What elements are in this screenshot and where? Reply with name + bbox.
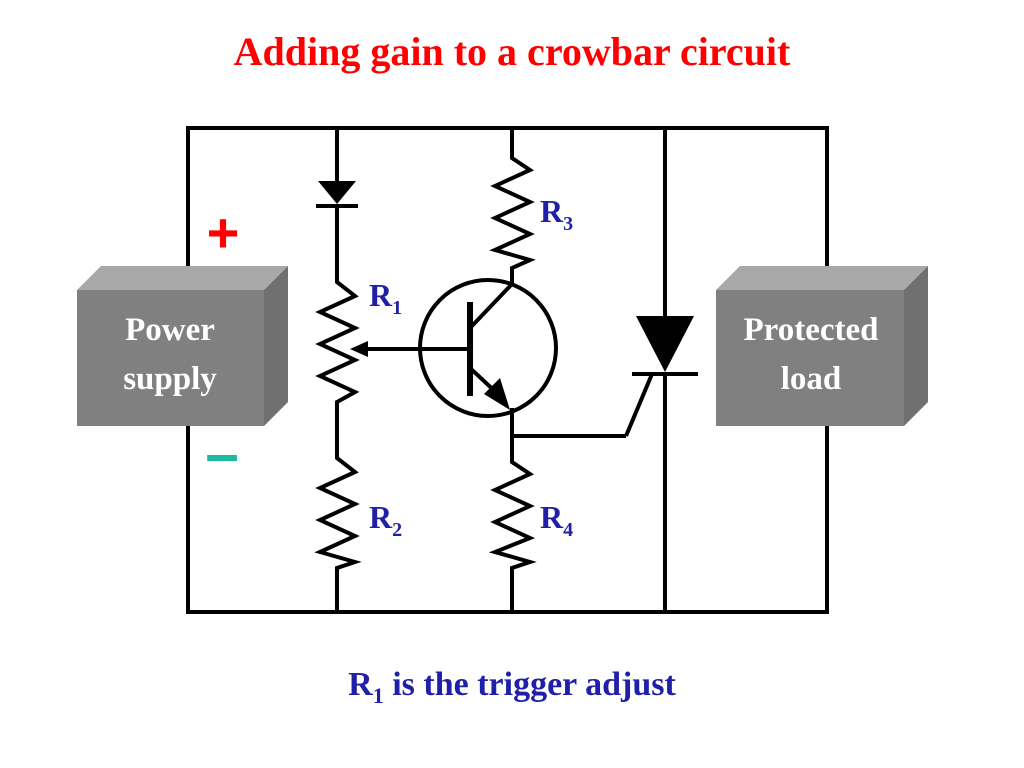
minus-sign: – bbox=[205, 420, 238, 487]
scr bbox=[624, 128, 698, 614]
resistor-r2 bbox=[314, 450, 362, 614]
power-supply-box: Power supply bbox=[77, 266, 288, 426]
resistor-r4 bbox=[488, 454, 537, 614]
diode bbox=[316, 128, 358, 278]
protected-load-box: Protected load bbox=[716, 266, 928, 426]
label-r2: R2 bbox=[369, 499, 402, 541]
label-r3: R3 bbox=[540, 193, 573, 235]
protected-load-label-line2: load bbox=[781, 361, 842, 397]
power-supply-label-line1: Power bbox=[125, 312, 215, 348]
page-title: Adding gain to a crowbar circuit bbox=[233, 29, 791, 74]
protected-load-label-line1: Protected bbox=[744, 312, 879, 348]
label-r1: R1 bbox=[369, 277, 402, 319]
power-supply-label-line2: supply bbox=[123, 361, 217, 397]
caption: R1 is the trigger adjust bbox=[348, 666, 676, 708]
resistor-r3 bbox=[489, 128, 536, 285]
r1-wiper-arrow bbox=[350, 341, 468, 357]
plus-sign: + bbox=[207, 201, 240, 264]
resistor-r1 bbox=[315, 276, 360, 410]
emitter-wire bbox=[510, 408, 626, 456]
transistor bbox=[418, 278, 558, 418]
label-r4: R4 bbox=[540, 499, 573, 541]
